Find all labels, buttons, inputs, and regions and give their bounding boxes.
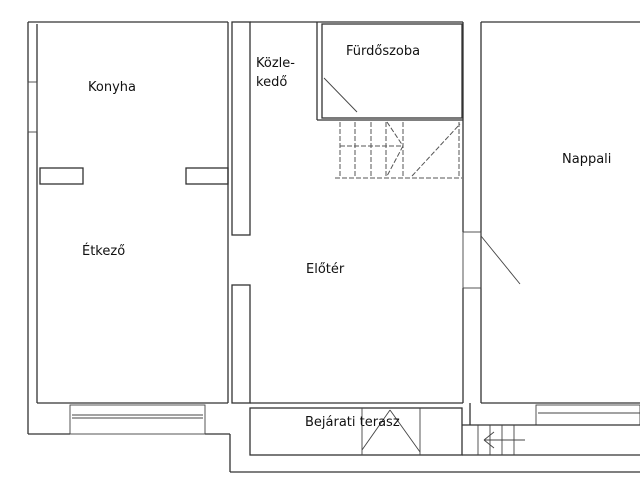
- room-label-etkezo: Étkező: [82, 244, 126, 259]
- window-left: [27, 81, 206, 435]
- room-label-nappali: Nappali: [562, 152, 612, 167]
- room-label-konyha: Konyha: [88, 80, 136, 95]
- stairs-center: [335, 121, 462, 179]
- room-label-bejarati-terasz: Bejárati terasz: [305, 415, 400, 430]
- room-label-furdoszoba: Fürdőszoba: [346, 44, 421, 59]
- partition-walls: [39, 167, 229, 185]
- corridor-walls: [231, 21, 640, 404]
- door-nappali: [462, 231, 521, 289]
- room-label-eloter: Előtér: [306, 262, 345, 277]
- entrance-terrace-walls: [249, 407, 463, 456]
- stairs-entrance: [462, 424, 640, 456]
- room-label-kozlekedo-1: Közle-: [256, 56, 295, 71]
- room-label-kozlekedo-2: kedő: [256, 75, 288, 90]
- window-nappali: [469, 403, 640, 426]
- bathroom-walls: [316, 22, 463, 121]
